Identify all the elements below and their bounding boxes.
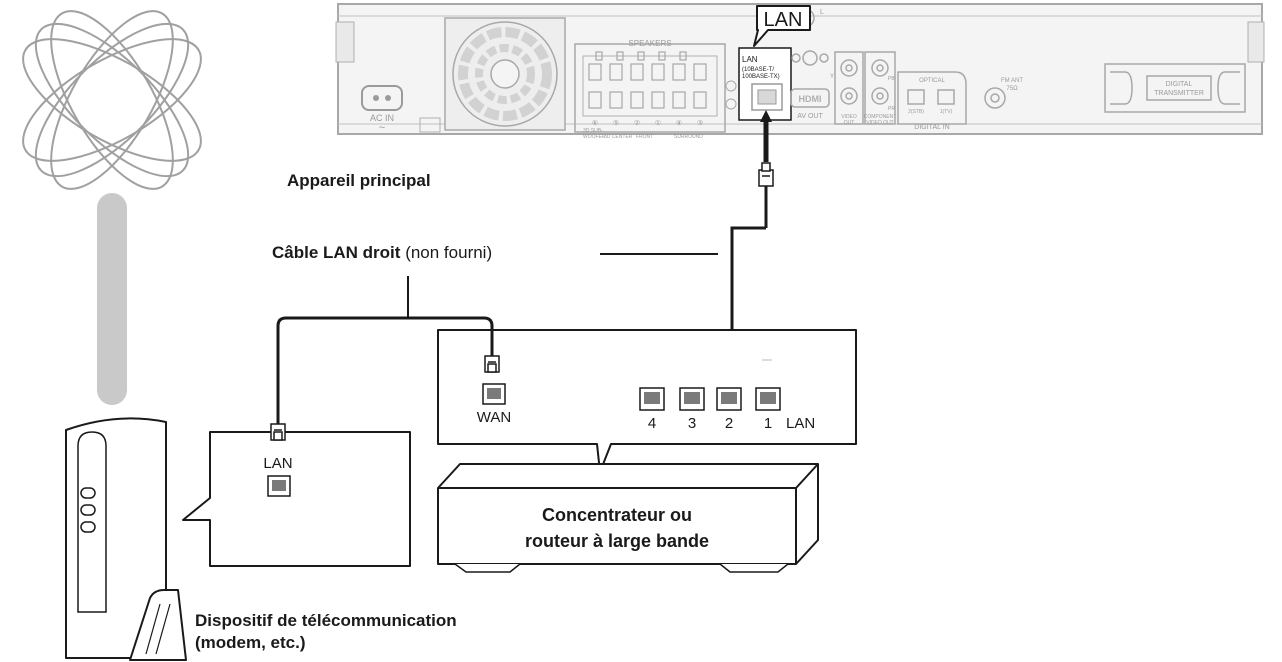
modem-device — [65, 417, 187, 661]
speakers-label: SPEAKERS — [628, 39, 671, 48]
jack-l-label: L — [820, 9, 824, 16]
modem-indicator-2 — [80, 504, 96, 516]
fm-ant-label: FM ANT — [1001, 78, 1023, 84]
digital-tx-label1: DIGITAL — [1166, 81, 1193, 88]
ac-symbol: ~ — [379, 122, 385, 134]
lan-cable-label-note: (non fourni) — [405, 243, 493, 262]
spk-label-front: FRONT — [636, 134, 653, 140]
spk-label-subwoofer: 3D SUB- — [583, 128, 603, 134]
modem-callout: LAN — [182, 431, 411, 567]
optical-inputs: OPTICAL 2(STB) 1(TV) DIGITAL IN — [897, 71, 967, 131]
hub-label-line1: Concentrateur ou — [542, 505, 692, 525]
plug-router-wan — [484, 355, 500, 373]
port-number-4: 4 — [648, 415, 656, 432]
spk-num-6: ③ — [697, 119, 703, 127]
rear-lan-label: LAN — [742, 55, 758, 64]
hub-router-device: Concentrateur ou routeur à large bande — [437, 463, 819, 573]
video-out-label1: VIDEO — [841, 114, 857, 120]
router-lan-label: LAN — [786, 415, 815, 432]
modem-lan-label: LAN — [263, 455, 292, 472]
router-callout: WAN 4 3 2 1 LAN — [437, 329, 857, 473]
digital-tx-label2: TRANSMITTER — [1154, 90, 1204, 97]
spk-num-1: ⑥ — [592, 119, 598, 127]
component-label2: VIDEO OUT — [866, 120, 894, 126]
component-label1: COMPONENT — [864, 114, 897, 120]
main-unit-lan-port: LAN (10BASE-T/ 100BASE-TX) — [738, 47, 792, 121]
video-out-label2: OUT — [844, 120, 855, 126]
rear-lan-spec2: 100BASE-TX) — [742, 74, 780, 80]
antenna-pole — [97, 193, 127, 405]
digital-in-label: DIGITAL IN — [914, 124, 949, 131]
plug-modem — [270, 423, 286, 441]
cable-modem-to-router — [270, 276, 500, 441]
spk-num-5: ④ — [676, 119, 682, 127]
digital-transmitter-slot: DIGITAL TRANSMITTER — [1104, 63, 1246, 113]
antenna-icon — [22, 10, 202, 190]
modem-indicator-3 — [80, 521, 96, 533]
modem-indicator-1 — [80, 487, 96, 499]
ac-in-socket: AC IN ~ — [361, 85, 403, 134]
port-number-1: 1 — [764, 415, 772, 432]
lan-callout: LAN — [753, 5, 811, 47]
spk-label-center: 3D CENTER — [604, 134, 633, 140]
jack-pb-label: PB — [888, 76, 895, 82]
modem-label-line1: Dispositif de télécommunication — [195, 611, 457, 630]
hdmi-label: HDMI — [799, 94, 822, 104]
jack-pr-label: PR — [888, 106, 895, 112]
lan-cable-label: Câble LAN droit (non fourni) — [272, 243, 492, 263]
cooling-fan — [444, 17, 566, 131]
port-number-2: 2 — [725, 415, 733, 432]
speaker-terminals: SPEAKERS ⑥ ⑤ ② ① ④ ③ 3D SUB- WOOFER 3D C… — [574, 39, 737, 140]
modem-label-line2: (modem, etc.) — [195, 633, 306, 652]
hub-label-line2: routeur à large bande — [525, 531, 709, 551]
spk-num-4: ① — [655, 119, 661, 127]
router-wan-port: WAN — [477, 383, 511, 426]
lan-callout-label: LAN — [764, 9, 803, 31]
router-lan-ports: 4 3 2 1 LAN — [639, 387, 815, 432]
wan-label: WAN — [477, 409, 511, 426]
jack-y-label: Y — [830, 74, 834, 80]
spk-label-woofer: WOOFER — [583, 134, 606, 140]
main-unit-rear-panel: AC IN ~ SPEAKERS — [335, 3, 1265, 140]
opt-tv-label: 1(TV) — [940, 109, 953, 115]
spk-label-surround: SURROUND — [674, 134, 703, 140]
spk-num-2: ⑤ — [613, 119, 619, 127]
rear-lan-spec1: (10BASE-T/ — [742, 67, 774, 73]
modem-lan-port — [267, 475, 291, 497]
fm-antenna-jack: FM ANT 75Ω — [984, 78, 1023, 109]
av-out-label: AV OUT — [797, 113, 823, 120]
opt-stb-label: 2(STB) — [908, 109, 924, 115]
lan-cable-label-bold: Câble LAN droit — [272, 243, 401, 262]
main-unit-label: Appareil principal — [287, 171, 431, 190]
optical-label: OPTICAL — [919, 78, 945, 84]
port-number-3: 3 — [688, 415, 696, 432]
spk-num-3: ② — [634, 119, 640, 127]
fm-ohm-label: 75Ω — [1006, 86, 1018, 92]
av-jacks: L HDMI AV OUT Y VIDEO OUT PB PR COMPONEN… — [790, 8, 897, 126]
ac-in-label: AC IN — [370, 113, 394, 123]
plug-main — [758, 162, 774, 187]
